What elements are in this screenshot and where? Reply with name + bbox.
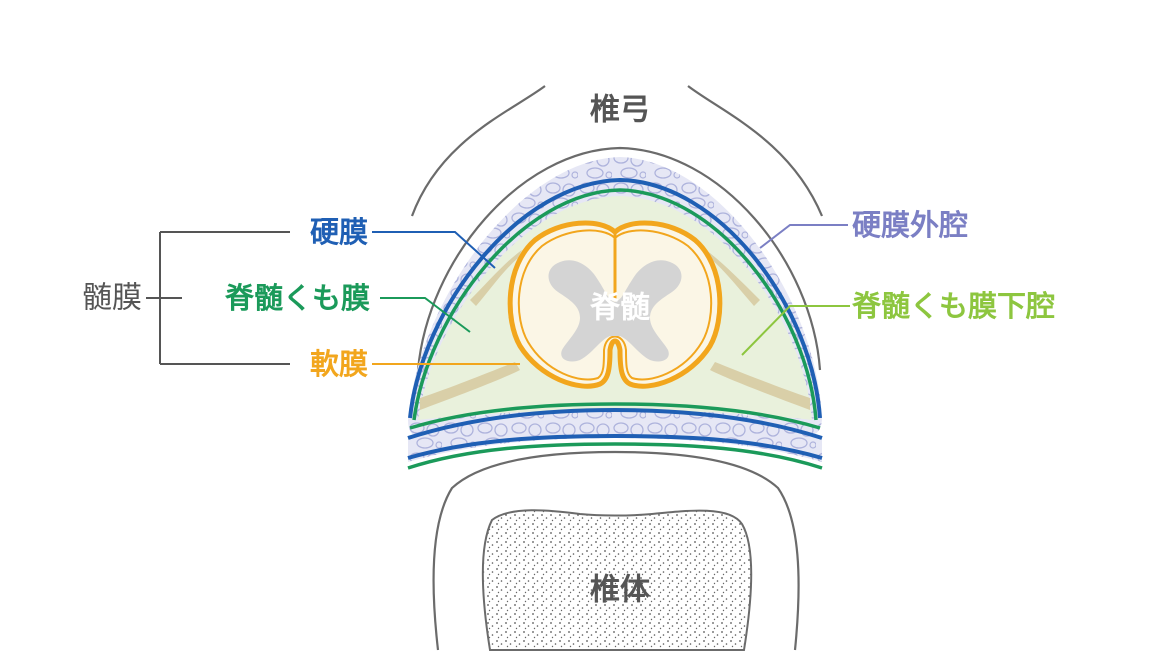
vertebral-canal-outline	[416, 146, 822, 371]
vertebral-body-cancellous	[481, 509, 753, 651]
denticulate-ligament-right	[710, 362, 810, 410]
spinal-cord	[507, 220, 723, 389]
meninges-bracket	[146, 231, 290, 365]
vertebral-body-bone-outline	[432, 450, 800, 651]
denticulate-ligament-left-upper	[470, 250, 522, 306]
anterior-arachnoid-line-lower	[407, 442, 823, 470]
anterior-arachnoid-line	[409, 402, 821, 430]
pia-inner-outline	[517, 229, 713, 381]
vertebral-arch-label: 椎弓	[590, 93, 650, 128]
subarachnoid-space-label: 脊髄くも膜下腔	[851, 289, 1055, 323]
dura-mater-label: 硬膜	[310, 215, 368, 249]
epidural-leader-line	[759, 224, 848, 249]
spinal-cord-label: 脊髄	[589, 291, 650, 326]
arachnoid-leader-line	[380, 297, 471, 333]
anterior-dura-line-lower	[407, 433, 823, 460]
vertebral-body-label: 椎体	[590, 573, 651, 608]
vertebral-arch-outline	[410, 85, 546, 217]
pia-mater-label: 軟膜	[310, 347, 368, 381]
vertebral-arch-outline-right	[687, 85, 824, 217]
subarachnoid-leader-line	[741, 305, 850, 356]
arachnoid-label: 脊髄くも膜	[224, 281, 370, 315]
denticulate-ligament-left	[420, 362, 520, 410]
gray-matter	[548, 260, 682, 362]
denticulate-ligament-right-upper	[706, 250, 760, 306]
meninges-label: 髄膜	[82, 281, 142, 316]
epidural-space-label: 硬膜外腔	[852, 208, 968, 242]
dura-leader-line	[372, 231, 496, 269]
anterior-dura-line	[407, 407, 823, 440]
arachnoid-line	[412, 188, 818, 421]
